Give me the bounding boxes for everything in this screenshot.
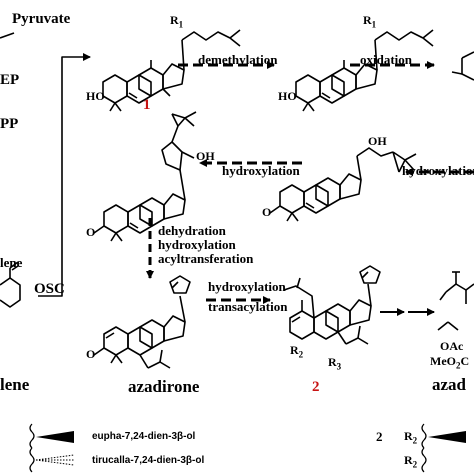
epoxide-intermediate-structure — [269, 147, 417, 222]
osc-connector-arrow — [38, 53, 91, 297]
lactol-intermediate-structure — [93, 111, 197, 242]
demethylation-label: demethylation — [198, 52, 278, 67]
oh-label-right: OH — [368, 134, 387, 148]
oxidized-intermediate-partial — [451, 51, 474, 81]
azadirachtin-label: azad — [432, 375, 466, 394]
r1-label-a: R1 — [170, 13, 184, 30]
oxidation-label: oxidation — [360, 52, 413, 67]
compound-2-label: 2 — [312, 379, 320, 395]
ep-label: EP — [0, 72, 20, 88]
ketone-o-label-c: O — [86, 347, 96, 361]
hydroxylation-top-label: hydroxylation — [402, 163, 474, 178]
dehydration-label: dehydration — [158, 223, 226, 238]
squalene-name-label: lene — [0, 375, 30, 394]
azadirachtin-fragment-structure — [437, 271, 474, 331]
ketone-o-label-a: O — [262, 205, 272, 219]
compound-2-structure — [283, 265, 381, 345]
r3-label: R3 — [328, 355, 342, 372]
pyruvate-bond — [0, 32, 15, 39]
transacylation-label: transacylation — [208, 299, 288, 314]
r1-label-b: R1 — [363, 13, 377, 30]
meo2c-label: MeO2C — [430, 354, 470, 371]
legend-r2-label-a: R2 — [404, 429, 418, 446]
legend-r2-label-b: R2 — [404, 453, 418, 470]
oac-label: OAc — [440, 339, 464, 353]
oh-label-lactol: OH — [196, 149, 215, 163]
r2-label: R2 — [290, 343, 304, 360]
squalene-structure-fragment — [0, 261, 21, 308]
legend-bonds — [29, 423, 466, 473]
osc-label: OSC — [34, 281, 65, 297]
ho-label-b: HO — [278, 89, 297, 103]
pyruvate-label: Pyruvate — [12, 11, 71, 27]
legend-2-label: 2 — [376, 429, 383, 444]
azadirone-label: azadirone — [128, 377, 200, 396]
acyltransferation-label: acyltransferation — [158, 251, 254, 266]
hydroxylation-step-label: hydroxylation — [158, 237, 236, 252]
compound-1-label: 1 — [143, 97, 151, 113]
ho-label-a: HO — [86, 89, 105, 103]
legend-eupha-label: eupha-7,24-dien-3β-ol — [92, 431, 196, 442]
legend-tirucalla-label: tirucalla-7,24-dien-3β-ol — [92, 455, 205, 466]
pp-label: PP — [0, 116, 19, 132]
hydroxylation-mid-label: hydroxylation — [222, 163, 300, 178]
hydroxylation-lower-label: hydroxylation — [208, 279, 286, 294]
demethylated-intermediate-structure — [295, 29, 434, 112]
azadirone-structure — [93, 275, 191, 369]
squalene-label: lene — [0, 255, 23, 270]
compound-1-structure — [102, 29, 241, 112]
ketone-o-label-b: O — [86, 225, 96, 239]
